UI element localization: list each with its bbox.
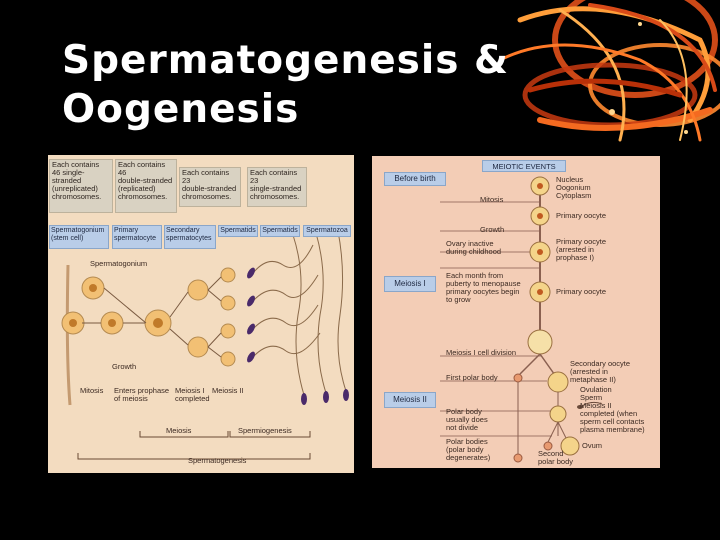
note-polar-body-no-divide: Polar body usually does not divide <box>446 408 488 432</box>
note-ovulation-meiosis-2: Ovulation Sperm Meiosis II completed (wh… <box>580 386 645 434</box>
stage-meiosis-1: Meiosis I <box>384 276 436 292</box>
chromosome-note-4: Each contains 23 single-stranded chromos… <box>247 167 307 207</box>
label-meiosis: Meiosis <box>166 427 191 435</box>
label-secondary-spermatocytes: Secondary spermatocytes <box>164 225 216 249</box>
label-spermatogonium: Spermatogonium <box>90 260 147 268</box>
chromosome-note-2: Each contains 46 double-stranded (replic… <box>115 159 177 213</box>
chromosome-note-3: Each contains 23 double-stranded chromos… <box>179 167 241 207</box>
stage-meiosis-2: Meiosis II <box>384 392 436 408</box>
note-mitosis: Mitosis <box>480 196 503 204</box>
note-growth: Growth <box>480 226 504 234</box>
note-nucleus-oogonium: Nucleus Oogonium Cytoplasm <box>556 176 591 200</box>
note-meiosis-1-division: Meiosis I cell division <box>446 349 516 357</box>
meiotic-events-header: MEIOTIC EVENTS <box>482 160 566 172</box>
title-line-2: Oogenesis <box>62 85 509 134</box>
label-meiosis-1-completed: Meiosis I completed <box>175 387 210 403</box>
title-line-1: Spermatogenesis & <box>62 36 509 85</box>
note-ovum: Ovum <box>582 442 602 450</box>
label-mitosis: Mitosis <box>80 387 103 395</box>
label-spermatogenesis: Spermatogenesis <box>188 457 246 465</box>
chromosome-note-1: Each contains 46 single-stranded (unrepl… <box>49 159 113 213</box>
spermatogenesis-diagram: Each contains 46 single-stranded (unrepl… <box>48 155 354 473</box>
slide-title: Spermatogenesis & Oogenesis <box>62 36 509 134</box>
note-primary-oocyte-arrested: Primary oocyte (arrested in prophase I) <box>556 238 606 262</box>
note-primary-oocyte-2: Primary oocyte <box>556 288 606 296</box>
label-enters-prophase: Enters prophase of meiosis <box>114 387 169 403</box>
label-spermatids-1: Spermatids <box>218 225 258 237</box>
label-spermatids-2: Spermatids <box>260 225 300 237</box>
note-each-month: Each month from puberty to menopause pri… <box>446 272 521 304</box>
label-spermatozoa: Spermatozoa <box>303 225 351 237</box>
label-spermatogonium-stem: Spermatogonium (stem cell) <box>49 225 109 249</box>
label-spermiogenesis: Spermiogenesis <box>238 427 292 435</box>
label-primary-spermatocyte: Primary spermatocyte <box>112 225 162 249</box>
label-meiosis-2: Meiosis II <box>212 387 244 395</box>
stage-before-birth: Before birth <box>384 172 446 186</box>
note-second-polar-body: Second polar body <box>538 450 573 466</box>
note-polar-bodies-degenerate: Polar bodies (polar body degenerates) <box>446 438 490 462</box>
note-secondary-oocyte: Secondary oocyte (arrested in metaphase … <box>570 360 630 384</box>
oogenesis-diagram: MEIOTIC EVENTS Before birth Meiosis I Me… <box>372 156 660 468</box>
note-first-polar-body: First polar body <box>446 374 498 382</box>
label-growth: Growth <box>112 363 136 371</box>
note-ovary-inactive: Ovary inactive during childhood <box>446 240 501 256</box>
note-primary-oocyte-1: Primary oocyte <box>556 212 606 220</box>
